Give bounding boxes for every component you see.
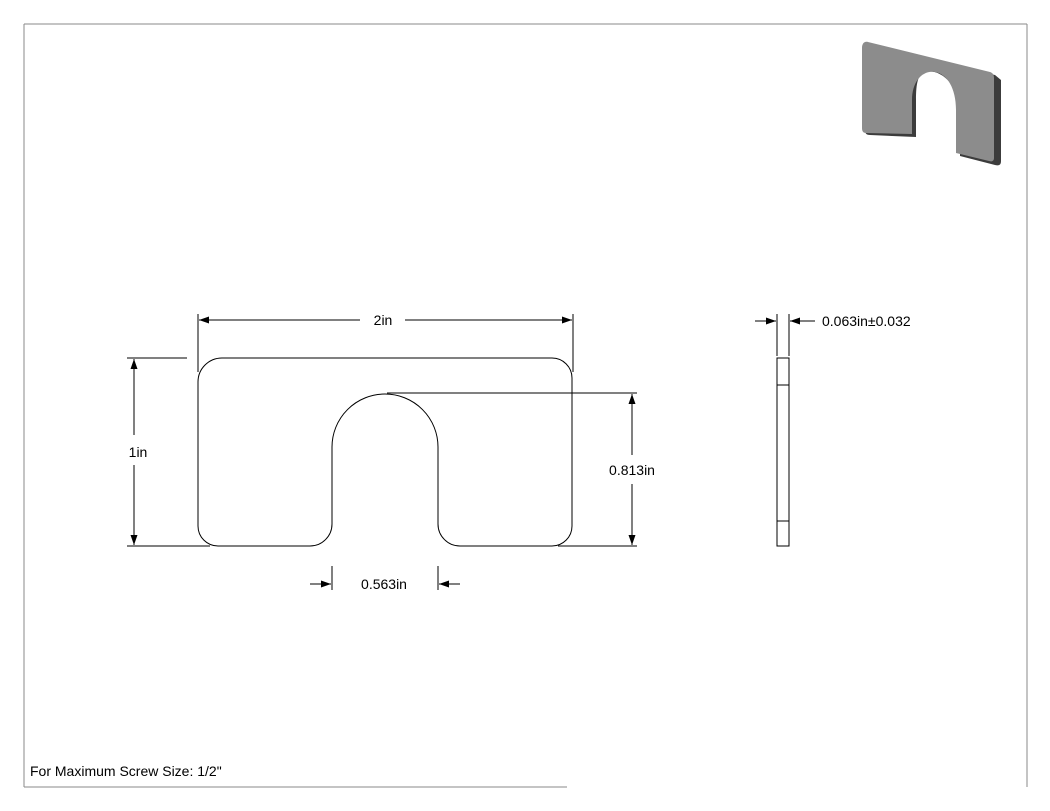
slot-width-label: 0.563in: [361, 576, 407, 592]
dim-overall-width: 2in: [199, 312, 572, 328]
overall-width-label: 2in: [374, 312, 393, 328]
dim-thickness: 0.063in±0.032: [755, 313, 911, 329]
thickness-label: 0.063in±0.032: [822, 313, 911, 329]
dim-slot-depth: 0.813in: [609, 394, 655, 545]
isometric-view: [862, 41, 1001, 166]
iso-face: [862, 41, 994, 162]
extension-lines: [127, 314, 790, 590]
front-view-outline: [197, 357, 573, 547]
side-view: [776, 357, 790, 547]
dim-slot-width: 0.563in: [310, 576, 460, 592]
dim-overall-height: 1in: [129, 359, 148, 545]
overall-height-label: 1in: [129, 444, 148, 460]
screw-size-note: For Maximum Screw Size: 1/2": [30, 763, 222, 779]
sheet-border: [23, 23, 1028, 788]
slot-depth-label: 0.813in: [609, 462, 655, 478]
